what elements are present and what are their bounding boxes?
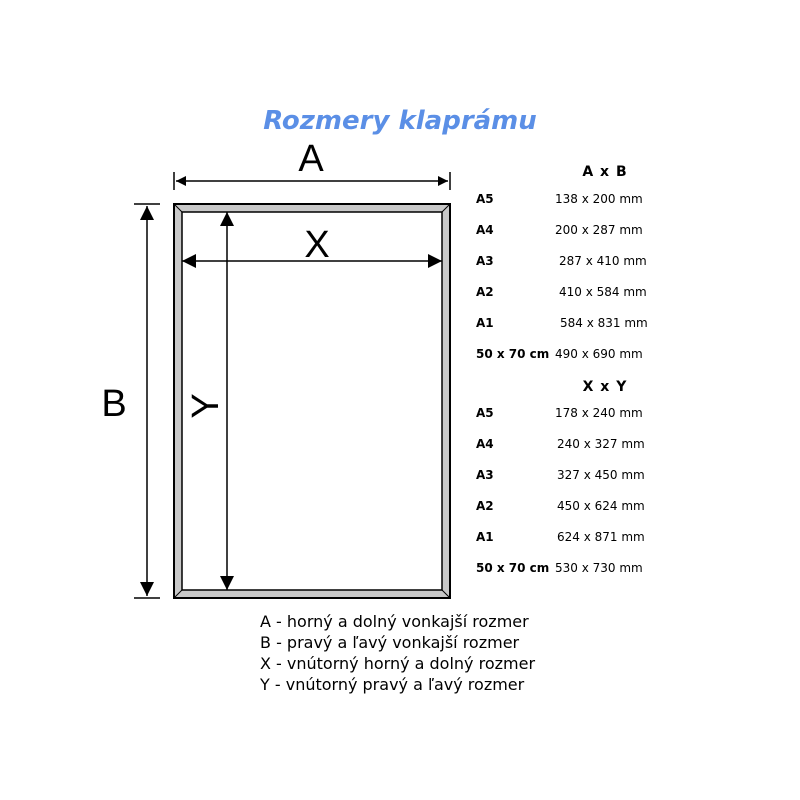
dimension-value: 200 x 287 mm (555, 223, 643, 237)
dimension-value: 410 x 584 mm (559, 285, 647, 299)
label-a: A (298, 138, 324, 180)
diagram-title: Rozmery klaprámu (263, 106, 537, 136)
dimension-value: 287 x 410 mm (559, 254, 647, 268)
legend-item: X - vnútorný horný a dolný rozmer (260, 654, 536, 673)
size-label: A4 (476, 437, 494, 451)
frame-corner-tl (173, 203, 183, 213)
dimension-value: 530 x 730 mm (555, 561, 643, 575)
frame-corner-br (441, 589, 451, 599)
dimension-a: A (173, 138, 451, 190)
table-row: A3 327 x 450 mm (476, 468, 676, 486)
legend-item: B - pravý a ľavý vonkajší rozmer (260, 633, 520, 652)
outer-table-header: A x B (582, 164, 628, 180)
size-label: A3 (476, 468, 494, 482)
frame-corner-bl (173, 589, 183, 599)
table-row: A3 287 x 410 mm (476, 254, 676, 272)
table-row: A4 240 x 327 mm (476, 437, 676, 455)
table-row: A1 624 x 871 mm (476, 530, 676, 548)
table-row: A4 200 x 287 mm (476, 223, 676, 241)
dimension-value: 138 x 200 mm (555, 192, 643, 206)
size-label: A2 (476, 499, 494, 513)
legend: A - horný a dolný vonkajší rozmer B - pr… (260, 611, 535, 695)
size-label: A5 (476, 192, 494, 206)
size-label: A2 (476, 285, 494, 299)
size-label: 50 x 70 cm (476, 561, 550, 575)
dimension-b: B (101, 203, 160, 599)
table-row: A1 584 x 831 mm (476, 316, 676, 334)
dimension-value: 490 x 690 mm (555, 347, 643, 361)
table-row: A2 450 x 624 mm (476, 499, 676, 517)
dimension-value: 327 x 450 mm (557, 468, 645, 482)
inner-table-header: X x Y (582, 379, 628, 395)
dimension-x: X (182, 224, 442, 268)
size-label: A3 (476, 254, 494, 268)
dimension-value: 584 x 831 mm (560, 316, 648, 330)
size-label: A4 (476, 223, 494, 237)
table-row: 50 x 70 cm 490 x 690 mm (476, 347, 676, 365)
dimension-value: 240 x 327 mm (557, 437, 645, 451)
label-y: Y (185, 393, 227, 418)
size-label: A1 (476, 316, 494, 330)
label-b: B (101, 383, 126, 425)
table-row: A5 138 x 200 mm (476, 192, 676, 210)
table-row: A2 410 x 584 mm (476, 285, 676, 303)
dimension-y: Y (185, 212, 234, 590)
dimension-value: 450 x 624 mm (557, 499, 645, 513)
size-label: 50 x 70 cm (476, 347, 550, 361)
dimension-value: 178 x 240 mm (555, 406, 643, 420)
table-row: A5 178 x 240 mm (476, 406, 676, 424)
legend-item: Y - vnútorný pravý a ľavý rozmer (260, 675, 525, 694)
size-label: A1 (476, 530, 494, 544)
dimension-value: 624 x 871 mm (557, 530, 645, 544)
size-label: A5 (476, 406, 494, 420)
legend-item: A - horný a dolný vonkajší rozmer (260, 612, 529, 631)
table-row: 50 x 70 cm 530 x 730 mm (476, 561, 676, 579)
frame-corner-tr (441, 203, 451, 213)
label-x: X (304, 224, 329, 266)
